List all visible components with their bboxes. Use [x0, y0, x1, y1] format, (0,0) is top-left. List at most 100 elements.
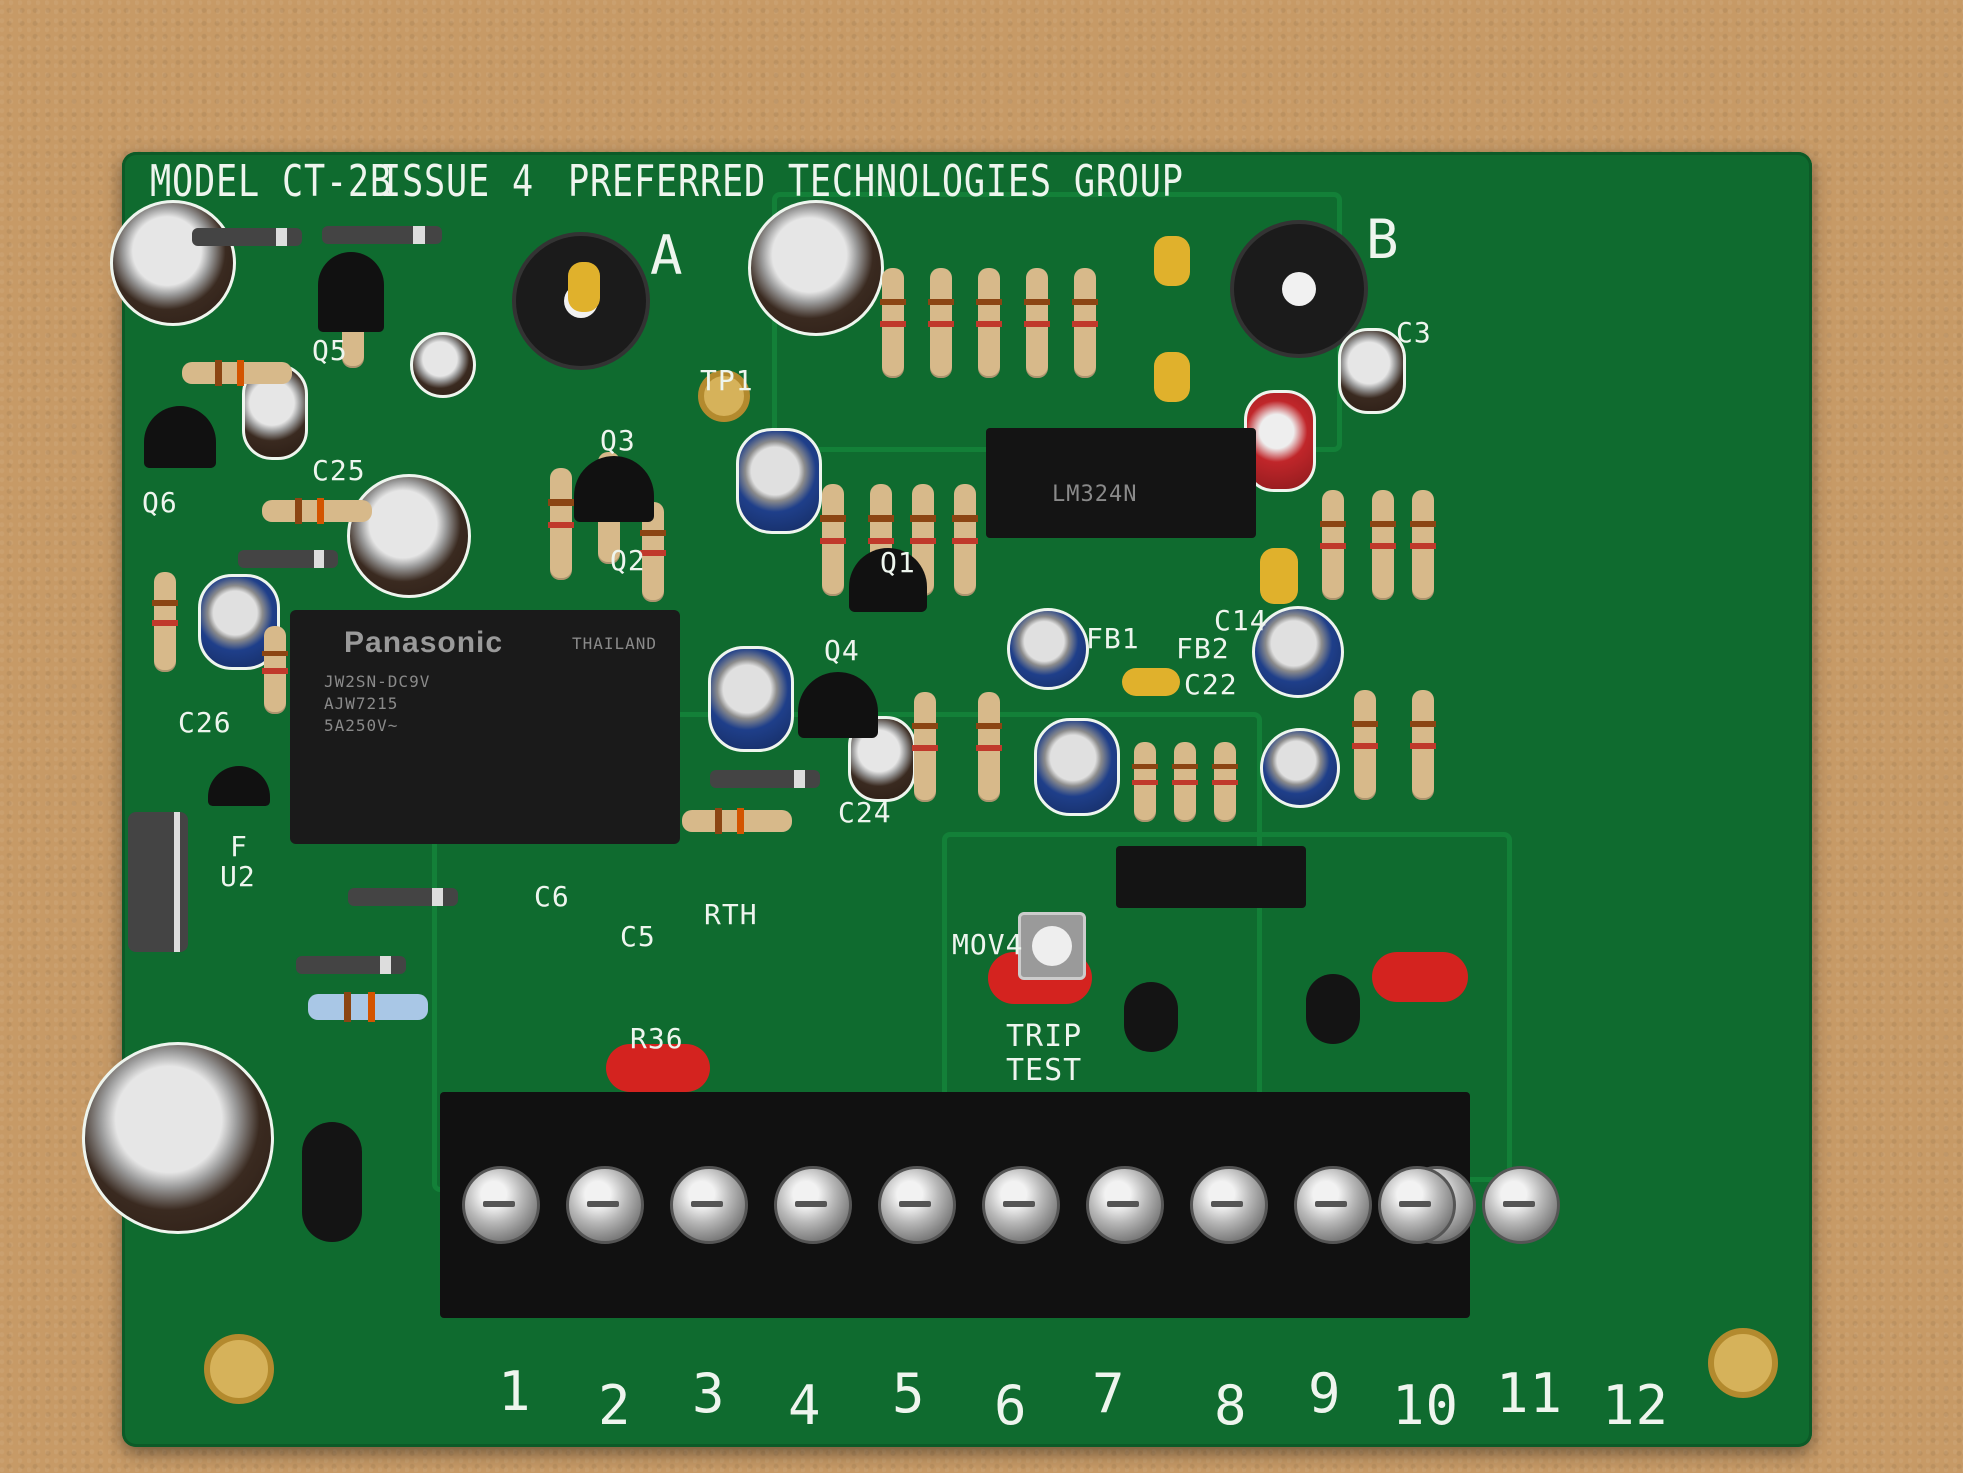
mounting-hole	[1708, 1328, 1778, 1398]
terminal-screw-5[interactable]	[878, 1166, 956, 1244]
capacitor-electrolytic	[347, 474, 471, 598]
ref-c5: C5	[620, 920, 656, 953]
pot-a-label: A	[650, 224, 684, 287]
capacitor-electrolytic-blue	[708, 646, 794, 752]
terminal-number-1: 1	[498, 1360, 532, 1423]
ref-mov4: MOV4	[952, 928, 1024, 961]
terminal-screw-4[interactable]	[774, 1166, 852, 1244]
capacitor-electrolytic-blue	[736, 428, 822, 534]
ref-u2: U2	[220, 860, 256, 893]
transistor-q5	[318, 252, 384, 332]
relay-model: JW2SN-DC9V	[324, 672, 431, 691]
resistor	[262, 498, 372, 524]
transistor-q1	[849, 548, 927, 612]
ref-c14: C14	[1214, 604, 1268, 637]
terminal-screw-12[interactable]	[1482, 1166, 1560, 1244]
ref-r36: R36	[630, 1022, 684, 1055]
resistor	[952, 484, 978, 596]
terminal-screw-7[interactable]	[1086, 1166, 1164, 1244]
ref-q6: Q6	[142, 486, 178, 519]
relay-rating: 5A250V~	[324, 716, 399, 735]
ref-rth: RTH	[704, 898, 758, 931]
capacitor-ceramic	[1122, 668, 1180, 696]
terminal-number-6: 6	[994, 1374, 1028, 1437]
relay-brand: Panasonic	[344, 626, 504, 659]
resistor	[1410, 490, 1436, 600]
ic-marking: LM324N	[1052, 482, 1138, 507]
circuit-board: MODEL CT-2B ISSUE 4 PREFERRED TECHNOLOGI…	[82, 152, 1812, 1447]
resistor	[912, 692, 938, 802]
terminal-screw-1[interactable]	[462, 1166, 540, 1244]
terminal-number-5: 5	[892, 1362, 926, 1425]
relay-part: AJW7215	[324, 694, 399, 713]
terminal-screw-2[interactable]	[566, 1166, 644, 1244]
terminal-screw-11[interactable]	[1378, 1166, 1456, 1244]
capacitor-electrolytic-red	[1244, 390, 1316, 492]
resistor	[1320, 490, 1346, 600]
ref-c22: C22	[1184, 668, 1238, 701]
terminal-screw-6[interactable]	[982, 1166, 1060, 1244]
trip-test-label: TRIP TEST	[1006, 1019, 1083, 1088]
resistor	[182, 360, 292, 386]
mounting-hole	[204, 1334, 274, 1404]
ref-fb1: FB1	[1086, 622, 1140, 655]
resistor	[640, 502, 666, 602]
capacitor-electrolytic-blue	[198, 574, 280, 670]
terminal-number-7: 7	[1092, 1362, 1126, 1425]
diode	[322, 226, 442, 244]
resistor	[1212, 742, 1238, 822]
potentiometer-b	[1230, 220, 1368, 358]
ref-c24: C24	[838, 796, 892, 829]
capacitor-ceramic	[1154, 236, 1190, 286]
varistor-mov	[606, 1044, 710, 1092]
diode-large	[128, 812, 188, 952]
ref-c3: C3	[1396, 316, 1432, 349]
diode	[348, 888, 458, 906]
terminal-screw-8[interactable]	[1190, 1166, 1268, 1244]
manufacturer-label: PREFERRED TECHNOLOGIES GROUP	[568, 156, 1184, 207]
terminal-screw-9[interactable]	[1294, 1166, 1372, 1244]
resistor	[976, 268, 1002, 378]
terminal-screw-3[interactable]	[670, 1166, 748, 1244]
diode	[238, 550, 338, 568]
capacitor-electrolytic	[110, 200, 236, 326]
resistor	[1024, 268, 1050, 378]
ref-c6: C6	[534, 880, 570, 913]
ref-c26: C26	[178, 706, 232, 739]
resistor	[976, 692, 1002, 802]
ref-q1: Q1	[880, 546, 916, 579]
ref-q2: Q2	[610, 544, 646, 577]
resistor	[262, 626, 288, 714]
resistor	[1370, 490, 1396, 600]
capacitor-disc	[302, 1122, 362, 1242]
trip-test-button[interactable]	[1018, 912, 1086, 980]
transistor-q6	[144, 406, 216, 468]
terminal-number-11: 11	[1496, 1362, 1564, 1425]
capacitor-electrolytic-blue	[1007, 608, 1089, 690]
terminal-number-4: 4	[788, 1374, 822, 1437]
terminal-number-8: 8	[1214, 1374, 1248, 1437]
capacitor-electrolytic	[1338, 328, 1406, 414]
resistor	[928, 268, 954, 378]
capacitor-ceramic	[1260, 548, 1298, 604]
varistor-mov	[1372, 952, 1468, 1002]
ref-q5: Q5	[312, 334, 348, 367]
resistor	[1132, 742, 1158, 822]
diode	[710, 770, 820, 788]
model-label: MODEL CT-2B	[150, 156, 392, 207]
capacitor-electrolytic	[410, 332, 476, 398]
resistor-power	[308, 992, 428, 1022]
capacitor-ceramic	[1154, 352, 1190, 402]
resistor	[1172, 742, 1198, 822]
capacitor-electrolytic-blue	[1034, 718, 1120, 816]
bridge-rectifier	[1116, 846, 1306, 908]
transistor	[208, 766, 270, 806]
resistor	[1072, 268, 1098, 378]
relay-origin: THAILAND	[572, 634, 658, 653]
capacitor-ceramic	[568, 262, 600, 312]
terminal-number-9: 9	[1308, 1362, 1342, 1425]
test-point-tp1	[698, 370, 750, 422]
ref-q4: Q4	[824, 634, 860, 667]
ref-fb2: FB2	[1176, 632, 1230, 665]
pot-b-label: B	[1366, 208, 1400, 271]
